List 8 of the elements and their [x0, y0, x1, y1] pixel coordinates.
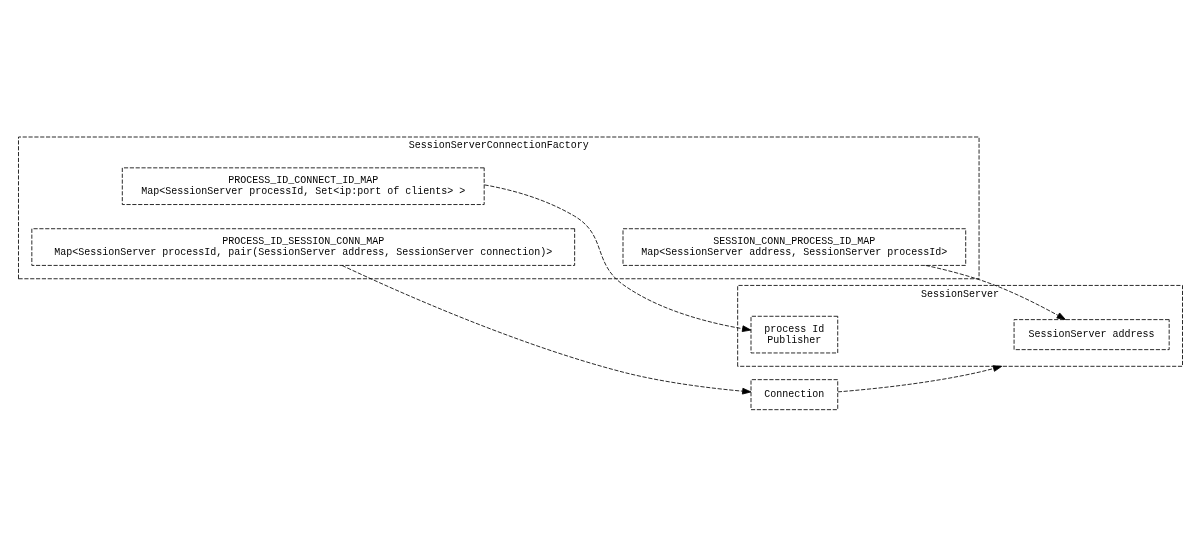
node-box: PROCESS_ID_CONNECT_ID_MAP Map<SessionServer processId, Set<ip:port of clients> >: [121, 166, 485, 205]
arrow: [837, 364, 1003, 392]
arrow: [484, 183, 752, 332]
node-box: process Id Publisher: [750, 315, 839, 353]
node-box: SessionServer address: [1013, 318, 1170, 350]
node-box: Connection: [750, 378, 839, 410]
node-box: SESSION_CONN_PROCESS_ID_MAP Map<SessionServer address, SessionServer processId>: [622, 227, 967, 266]
node-box: PROCESS_ID_SESSION_CONN_MAP Map<SessionServer processId, pair(SessionServer address, SessionServer connection)>: [31, 227, 576, 266]
